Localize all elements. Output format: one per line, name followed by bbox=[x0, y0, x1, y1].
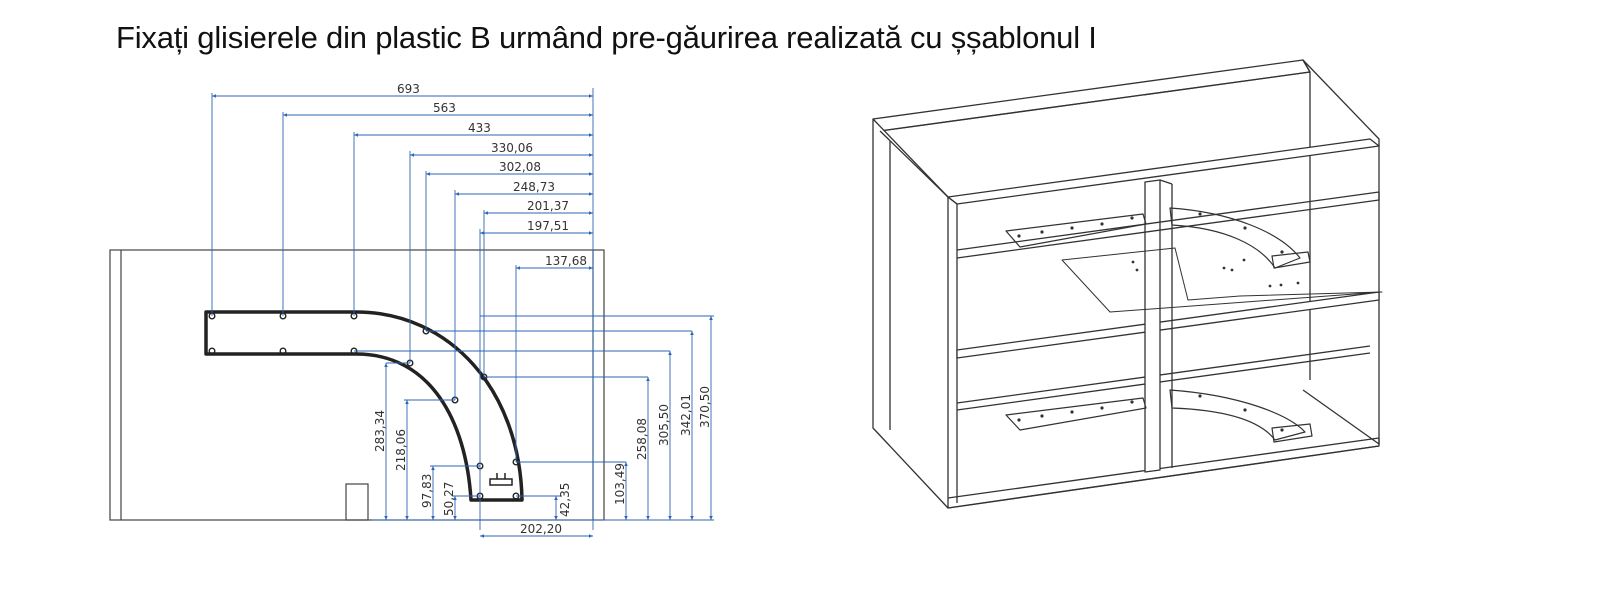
isometric-cabinet bbox=[872, 59, 1383, 509]
dimension-labels: 693 563 433 330,06 302,08 248,73 201,37 … bbox=[373, 82, 712, 536]
dim-label-97-83: 97,83 bbox=[420, 474, 434, 508]
dim-label-283-34: 283,34 bbox=[373, 410, 387, 452]
dim-label-563: 563 bbox=[433, 101, 456, 115]
dim-label-342-01: 342,01 bbox=[679, 394, 693, 436]
dim-label-433: 433 bbox=[468, 121, 491, 135]
dim-label-42-35: 42,35 bbox=[558, 483, 572, 517]
dim-label-201-37: 201,37 bbox=[527, 199, 569, 213]
dim-label-248-73: 248,73 bbox=[513, 180, 555, 194]
dim-label-202-20: 202,20 bbox=[520, 522, 562, 536]
dim-label-305-50: 305,50 bbox=[657, 404, 671, 446]
dim-label-258-08: 258,08 bbox=[635, 418, 649, 460]
dim-label-50-27: 50,27 bbox=[442, 482, 456, 516]
cabinet-holes bbox=[1017, 212, 1300, 432]
dim-label-137-68: 137,68 bbox=[545, 254, 587, 268]
top-view-drawing: 693 563 433 330,06 302,08 248,73 201,37 … bbox=[109, 82, 714, 538]
instruction-title: Fixați glisierele din plastic B urmând p… bbox=[116, 20, 1097, 55]
dim-label-218-06: 218,06 bbox=[394, 429, 408, 471]
dim-label-302-08: 302,08 bbox=[499, 160, 541, 174]
rail-holes bbox=[208, 312, 520, 500]
dim-label-693: 693 bbox=[397, 82, 420, 96]
dim-label-330-06: 330,06 bbox=[491, 141, 533, 155]
extension-lines bbox=[211, 88, 714, 530]
dim-label-370-50: 370,50 bbox=[698, 386, 712, 428]
dim-label-103-49: 103,49 bbox=[613, 463, 627, 505]
dimension-lines bbox=[212, 94, 713, 538]
cabinet-outline bbox=[109, 249, 605, 521]
dim-label-197-51: 197,51 bbox=[527, 219, 569, 233]
rail-end-clip bbox=[489, 473, 513, 486]
plastic-rail bbox=[204, 310, 524, 502]
